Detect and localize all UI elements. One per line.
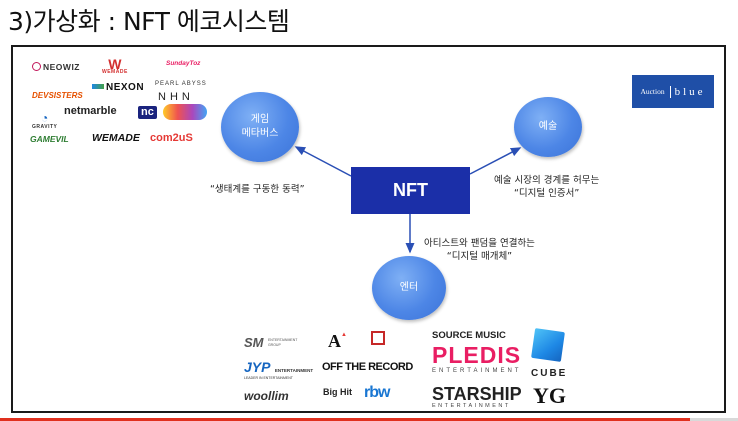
- art-caption-line1: 예술 시장의 경계를 허무는: [494, 175, 600, 186]
- ent-caption-line2: “디지털 매개체”: [446, 251, 513, 262]
- gamevil-badge: [163, 104, 207, 120]
- game-node-label-2: 메타버스: [241, 128, 279, 139]
- com2us-logo: com2uS: [150, 132, 193, 144]
- arrow-to-art: [469, 147, 522, 175]
- gravity-logo: ◔ GRAVITY: [32, 111, 58, 130]
- offtherecord-logo: OFF THE RECORD: [322, 361, 413, 373]
- ent-caption: 아티스트와 팬덤을 연결하는 “디지털 매개체”: [424, 237, 535, 263]
- art-caption-line2: “디지털 인증서”: [513, 188, 580, 199]
- nexon-icon: [92, 84, 104, 89]
- game-node-label-1: 게임: [250, 114, 270, 125]
- cube-icon: [531, 328, 565, 362]
- bighit-logo: Big Hit: [323, 387, 352, 397]
- jyp-logo: JYP ENTERTAINMENT LEADER IN ENTERTAINMEN…: [244, 359, 314, 380]
- pearlabyss-logo: PEARL ABYSS: [155, 81, 207, 87]
- ent-node-label: 엔터: [399, 282, 419, 293]
- nhn-logo: NHN: [158, 91, 194, 103]
- diagram-frame: [11, 45, 726, 413]
- progress-bar-fill: [0, 418, 690, 421]
- cube-logo: CUBE: [531, 368, 568, 379]
- sourcemusic-logo: SOURCE MUSIC: [432, 330, 506, 341]
- gamevil-logo: GAMEVIL: [30, 134, 69, 144]
- amusement-logo: A▲: [328, 331, 347, 351]
- woollim-logo: woollim: [244, 389, 289, 403]
- game-caption: “생태계를 구동한 동력”: [210, 184, 305, 195]
- sm-logo: SM ENTERTAINMENT GROUP: [244, 335, 298, 350]
- yg-logo: YG: [533, 383, 566, 408]
- nc-logo: nc: [138, 106, 157, 119]
- arrow-to-game: [294, 146, 352, 177]
- rbw-logo: rbw: [364, 384, 390, 401]
- game-node: 게임 메타버스: [221, 92, 299, 162]
- neowiz-logo: NEOWIZ: [32, 62, 80, 72]
- slide-title: 3)가상화 : NFT 에코시스템: [8, 7, 290, 36]
- art-node: 예술: [514, 97, 582, 157]
- progress-bar-track: [0, 418, 738, 421]
- art-caption: 예술 시장의 경계를 허무는 “디지털 인증서”: [494, 174, 599, 200]
- sundaytoz-logo: SundayToz: [166, 60, 201, 67]
- wemade-top-logo: W WEMADE: [102, 56, 128, 75]
- ent-caption-line1: 아티스트와 팬덤을 연결하는: [424, 238, 535, 249]
- art-node-label: 예술: [538, 121, 558, 132]
- wemade-w-icon: W: [108, 56, 122, 72]
- devsisters-logo: DEVSISTERS: [32, 91, 83, 100]
- gravity-icon: ◔: [41, 111, 49, 125]
- nexon-logo: NEXON: [92, 83, 144, 93]
- netmarble-logo: netmarble: [64, 105, 117, 117]
- fnc-logo: [371, 331, 385, 345]
- starship-logo: STARSHIP ENTERTAINMENT: [432, 384, 522, 409]
- ent-node: 엔터: [372, 256, 446, 320]
- neowiz-icon: [32, 62, 41, 71]
- nft-center-box: NFT: [351, 167, 470, 214]
- wemade-logo: WEMADE: [92, 132, 140, 144]
- pledis-logo: PLEDIS ENTERTAINMENT: [432, 342, 522, 375]
